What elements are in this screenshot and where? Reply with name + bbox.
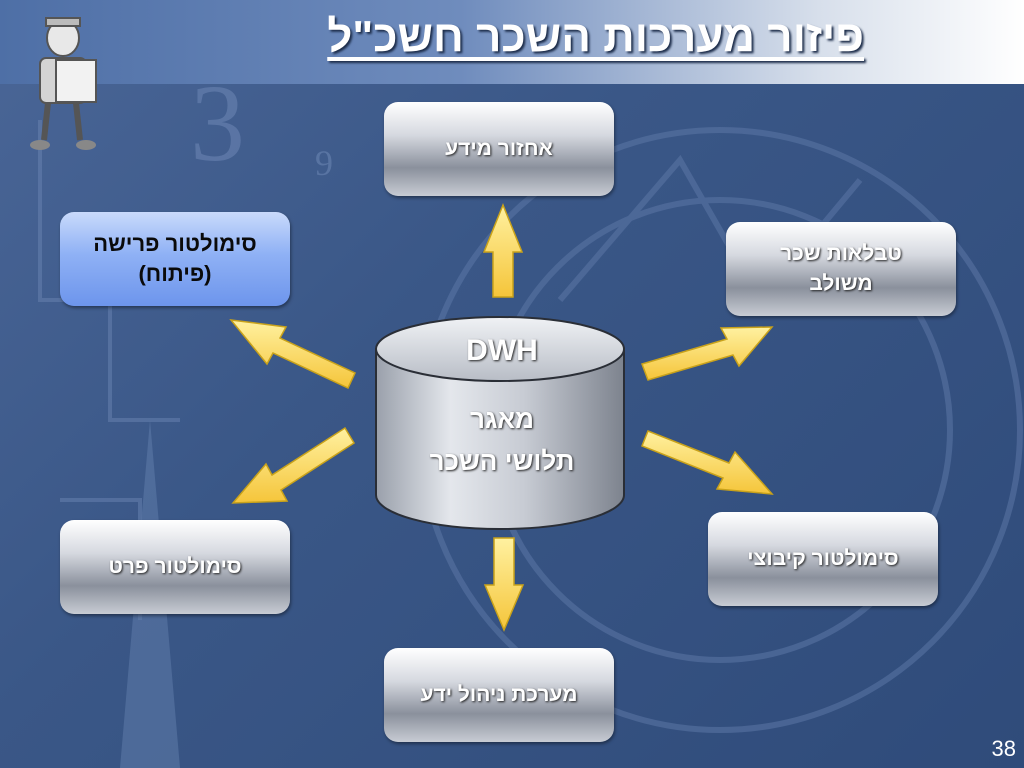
page-number: 38: [991, 736, 1016, 761]
salary-tables-box: טבלאות שכר משולב: [726, 222, 956, 316]
individual-simulator-box: סימולטור פרט: [60, 520, 290, 614]
collective-simulator-box: סימולטור קיבוצי: [708, 512, 938, 606]
cartoon-mascot-icon: [30, 17, 97, 150]
retirement-simulator-label: סימולטור פרישה: [93, 231, 257, 256]
slide-title: פיזור מערכות השכר חשכ"ל: [327, 12, 864, 61]
title-band: [0, 0, 1024, 84]
repository-label-line2: תלושי השכר: [429, 446, 575, 476]
info-retrieval-label: אחזור מידע: [445, 137, 553, 160]
individual-simulator-label: סימולטור פרט: [108, 555, 242, 578]
repository-label-line1: מאגר: [469, 404, 535, 434]
knowledge-system-box: מערכת ניהול ידע: [384, 648, 614, 742]
collective-simulator-label: סימולטור קיבוצי: [747, 547, 899, 570]
svg-text:9: 9: [315, 143, 333, 183]
salary-tables-label-line2: משולב: [809, 272, 873, 295]
retirement-simulator-status: (פיתוח): [138, 261, 212, 286]
arrow-down-to-knowledge-system: [483, 537, 525, 632]
info-retrieval-box: אחזור מידע: [384, 102, 614, 196]
arrow-to-collective-simulator: [641, 430, 774, 495]
retirement-simulator-box: סימולטור פרישה (פיתוח): [60, 212, 290, 306]
arrow-up-to-info-retrieval: [482, 202, 524, 298]
arrow-to-individual-simulator: [231, 426, 356, 504]
arrow-to-retirement-simulator: [229, 319, 356, 389]
dwh-cylinder: [375, 316, 625, 530]
knowledge-system-label: מערכת ניהול ידע: [420, 683, 578, 706]
arrow-to-salary-tables: [641, 326, 774, 381]
salary-tables-label-line1: טבלאות שכר: [780, 242, 902, 265]
dwh-label: DWH: [466, 334, 538, 367]
